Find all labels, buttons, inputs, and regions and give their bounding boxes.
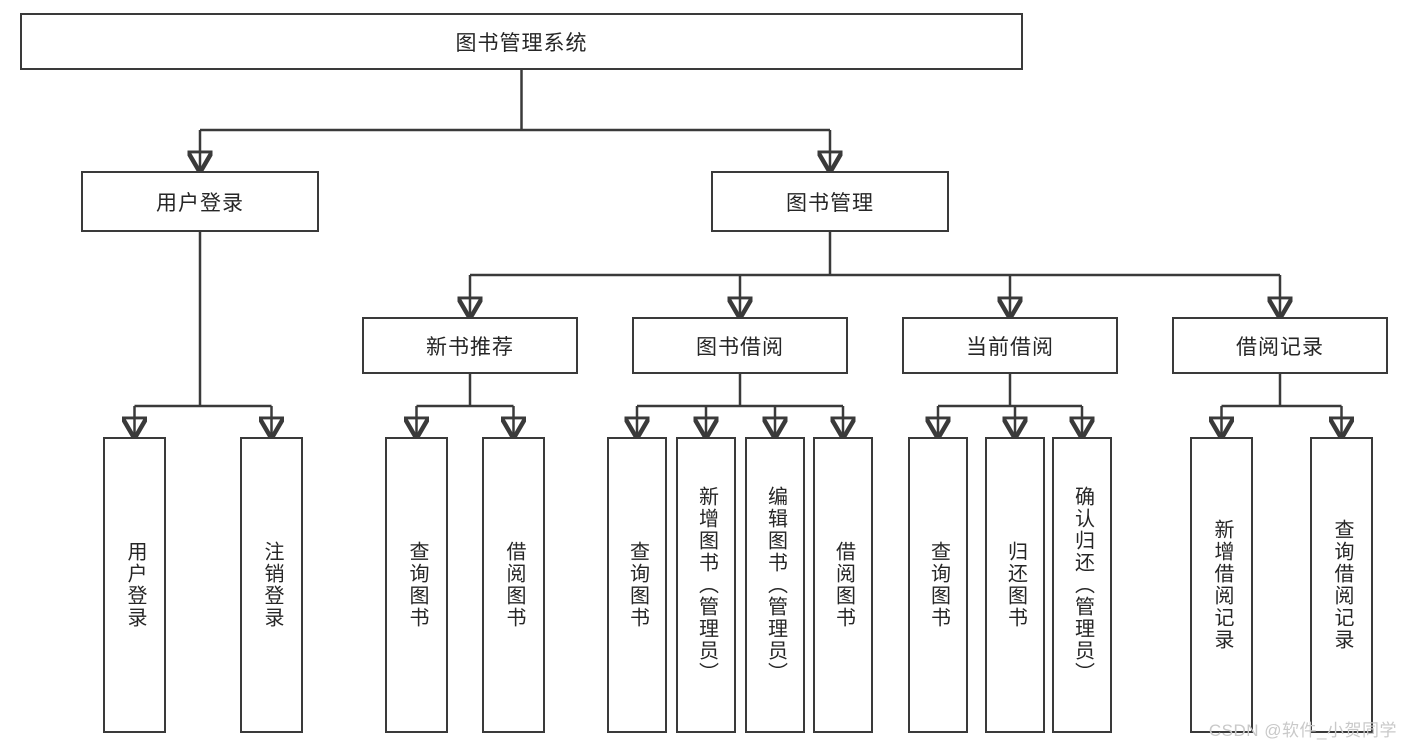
node-leaf-borrow-book-2[interactable]: 借阅图书 (813, 437, 873, 733)
node-new-book-recommend-label: 新书推荐 (426, 335, 514, 359)
node-leaf-query-book-3[interactable]: 查询图书 (908, 437, 968, 733)
node-leaf-user-logout-label: 注销登录 (261, 541, 283, 629)
node-leaf-borrow-book-1-label: 借阅图书 (503, 541, 525, 629)
node-leaf-borrow-book-1[interactable]: 借阅图书 (482, 437, 545, 733)
node-leaf-add-record[interactable]: 新增借阅记录 (1190, 437, 1253, 733)
node-borrow-record[interactable]: 借阅记录 (1172, 317, 1388, 374)
node-root[interactable]: 图书管理系统 (20, 13, 1023, 70)
node-leaf-user-login-label: 用户登录 (124, 541, 146, 629)
node-borrow-record-label: 借阅记录 (1236, 335, 1324, 359)
node-leaf-query-book-1-label: 查询图书 (406, 541, 428, 629)
node-leaf-confirm-return[interactable]: 确认归还（管理员） (1052, 437, 1112, 733)
node-book-borrow[interactable]: 图书借阅 (632, 317, 848, 374)
watermark-text: CSDN @软件_小贺同学 (1208, 721, 1397, 740)
node-leaf-confirm-return-label: 确认归还（管理员） (1071, 486, 1094, 684)
node-current-borrow[interactable]: 当前借阅 (902, 317, 1118, 374)
node-leaf-return-book[interactable]: 归还图书 (985, 437, 1045, 733)
node-leaf-query-record-label: 查询借阅记录 (1331, 519, 1353, 651)
node-leaf-return-book-label: 归还图书 (1004, 541, 1027, 629)
node-leaf-user-logout[interactable]: 注销登录 (240, 437, 303, 733)
node-leaf-edit-book[interactable]: 编辑图书（管理员） (745, 437, 805, 733)
node-leaf-query-book-1[interactable]: 查询图书 (385, 437, 448, 733)
node-leaf-add-book[interactable]: 新增图书（管理员） (676, 437, 736, 733)
node-user-login-label: 用户登录 (156, 191, 244, 215)
node-leaf-user-login[interactable]: 用户登录 (103, 437, 166, 733)
node-leaf-query-book-2-label: 查询图书 (626, 541, 649, 629)
node-new-book-recommend[interactable]: 新书推荐 (362, 317, 578, 374)
node-root-label: 图书管理系统 (455, 31, 588, 55)
node-leaf-query-book-3-label: 查询图书 (927, 541, 950, 629)
node-leaf-edit-book-label: 编辑图书（管理员） (764, 486, 787, 684)
node-book-manage[interactable]: 图书管理 (711, 171, 949, 232)
node-leaf-add-record-label: 新增借阅记录 (1211, 519, 1233, 651)
node-user-login[interactable]: 用户登录 (81, 171, 319, 232)
node-leaf-borrow-book-2-label: 借阅图书 (832, 541, 855, 629)
node-leaf-query-record[interactable]: 查询借阅记录 (1310, 437, 1373, 733)
node-leaf-add-book-label: 新增图书（管理员） (695, 486, 718, 684)
node-book-manage-label: 图书管理 (786, 191, 874, 215)
node-book-borrow-label: 图书借阅 (696, 335, 784, 359)
node-current-borrow-label: 当前借阅 (966, 335, 1054, 359)
node-leaf-query-book-2[interactable]: 查询图书 (607, 437, 667, 733)
